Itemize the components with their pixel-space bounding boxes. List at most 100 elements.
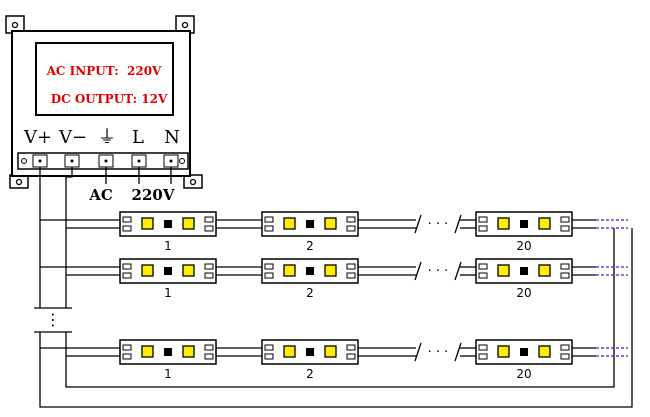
mounting-hole-icon xyxy=(189,178,197,186)
led-chip-icon xyxy=(497,345,510,358)
terminal-label-v-minus: V− xyxy=(58,127,87,148)
wiring: ⋮ xyxy=(34,167,633,408)
mounting-hole-icon xyxy=(11,21,19,29)
solder-pad xyxy=(122,353,132,360)
led-chip-icon xyxy=(497,217,510,230)
solder-pad xyxy=(560,216,570,223)
solder-pad xyxy=(478,263,488,270)
led-chip-icon xyxy=(283,217,296,230)
solder-pad xyxy=(122,263,132,270)
chain-continuation-dots: · · · xyxy=(428,345,449,360)
ac-label: AC xyxy=(88,186,113,204)
solder-pad xyxy=(204,263,214,270)
solder-pad xyxy=(122,216,132,223)
resistor-icon xyxy=(164,267,172,275)
solder-pad xyxy=(346,263,356,270)
mounting-hole-icon xyxy=(15,178,23,186)
terminal-screw-icon xyxy=(137,159,141,163)
led-chip-icon xyxy=(182,345,195,358)
solder-pad xyxy=(560,225,570,232)
power-supply: AC INPUT: 220V DC OUTPUT: 12V V+ V− ⏚ L … xyxy=(5,15,203,204)
solder-pad xyxy=(478,216,488,223)
ac-input-label: AC INPUT: 220V xyxy=(46,64,162,78)
led-chip-icon xyxy=(182,264,195,277)
led-module: 1 xyxy=(119,211,217,253)
led-chip-icon xyxy=(141,217,154,230)
led-module: 20 xyxy=(475,339,573,381)
solder-pad xyxy=(346,225,356,232)
solder-pad xyxy=(478,353,488,360)
led-module: 2 xyxy=(261,258,359,300)
solder-pad xyxy=(204,216,214,223)
terminal-screw-icon xyxy=(104,159,108,163)
power-supply-label-panel xyxy=(35,42,174,116)
led-chip-icon xyxy=(324,217,337,230)
led-chip-icon xyxy=(538,264,551,277)
chain-continuation-dots: · · · xyxy=(428,264,449,279)
solder-pad xyxy=(264,225,274,232)
led-module: 2 xyxy=(261,339,359,381)
terminal-label-v-plus: V+ xyxy=(23,127,52,148)
terminal-label-l: L xyxy=(132,127,144,148)
solder-pad xyxy=(264,272,274,279)
solder-pad xyxy=(264,353,274,360)
resistor-icon xyxy=(520,220,528,228)
v-minus-bus-upper xyxy=(65,167,73,308)
led-chip-icon xyxy=(538,345,551,358)
terminal-screw-icon xyxy=(38,159,42,163)
led-chip-icon xyxy=(538,217,551,230)
solder-pad xyxy=(204,272,214,279)
module-number-label: 2 xyxy=(306,286,314,300)
solder-pad xyxy=(264,216,274,223)
solder-pad xyxy=(346,216,356,223)
terminal-screw-icon xyxy=(169,159,173,163)
solder-pad xyxy=(560,263,570,270)
resistor-icon xyxy=(520,348,528,356)
solder-pad xyxy=(204,344,214,351)
led-chip-icon xyxy=(324,345,337,358)
resistor-icon xyxy=(306,348,314,356)
module-number-label: 1 xyxy=(164,239,172,253)
solder-pad xyxy=(478,272,488,279)
solder-pad xyxy=(204,353,214,360)
solder-pad xyxy=(346,344,356,351)
solder-pad xyxy=(346,272,356,279)
mounting-hole-icon xyxy=(181,21,189,29)
break-slash xyxy=(414,214,422,234)
led-chip-icon xyxy=(283,264,296,277)
led-strip-row: · · · 1 2 20 xyxy=(40,258,628,300)
v-plus-bus-lower xyxy=(39,228,633,408)
break-slash xyxy=(454,342,462,362)
resistor-icon xyxy=(520,267,528,275)
module-number-label: 2 xyxy=(306,367,314,381)
break-slash xyxy=(414,342,422,362)
module-number-label: 1 xyxy=(164,286,172,300)
terminal-label-n: N xyxy=(164,127,180,148)
break-slash xyxy=(454,214,462,234)
v-minus-bus-lower xyxy=(65,228,615,388)
led-chip-icon xyxy=(141,345,154,358)
led-chip-icon xyxy=(324,264,337,277)
solder-pad xyxy=(560,272,570,279)
module-number-label: 2 xyxy=(306,239,314,253)
solder-pad xyxy=(478,344,488,351)
solder-pad xyxy=(122,272,132,279)
solder-pad xyxy=(346,353,356,360)
solder-pad xyxy=(478,225,488,232)
solder-pad xyxy=(560,353,570,360)
resistor-icon xyxy=(306,267,314,275)
led-module: 1 xyxy=(119,258,217,300)
chain-continuation-dots: · · · xyxy=(428,217,449,232)
resistor-icon xyxy=(164,348,172,356)
module-number-label: 20 xyxy=(516,286,531,300)
led-chip-icon xyxy=(141,264,154,277)
solder-pad xyxy=(122,225,132,232)
solder-pad xyxy=(560,344,570,351)
led-module: 20 xyxy=(475,258,573,300)
dc-output-label: DC OUTPUT: 12V xyxy=(51,92,168,106)
led-chip-icon xyxy=(283,345,296,358)
